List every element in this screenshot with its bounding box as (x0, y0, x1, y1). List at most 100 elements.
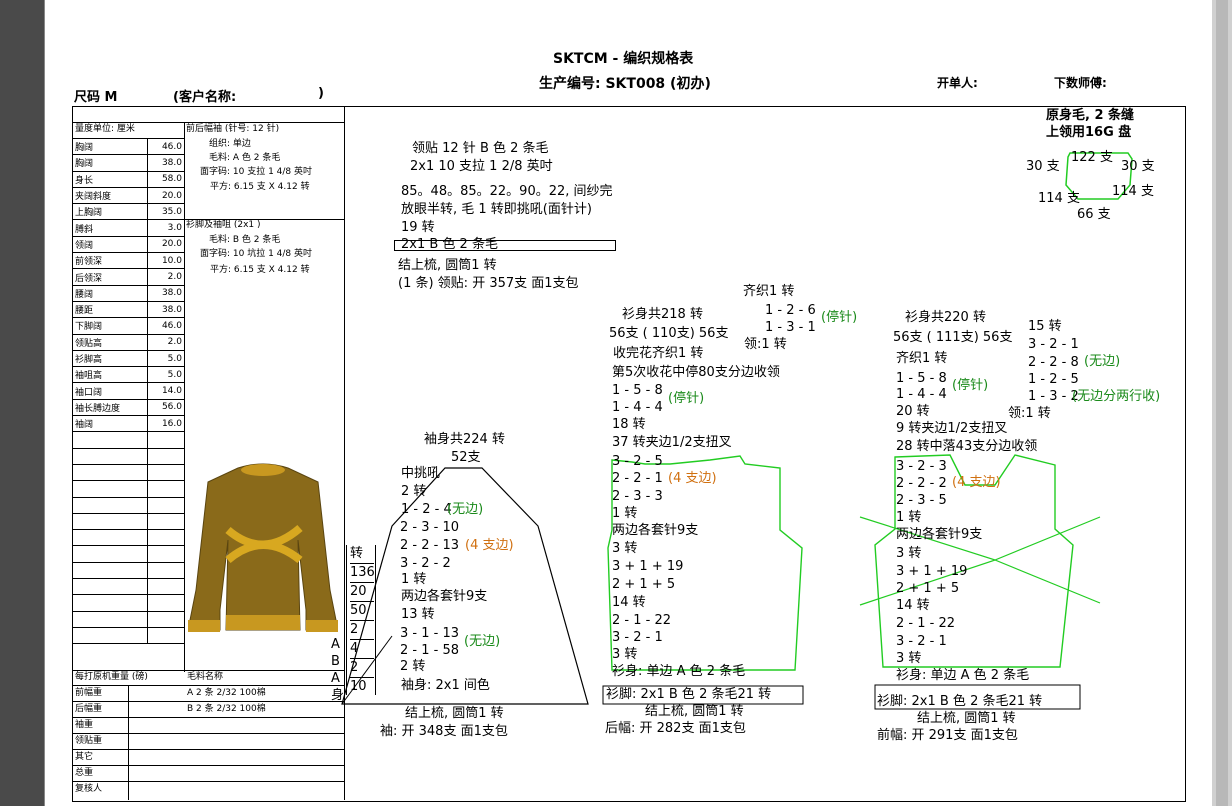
collar-l4: 放眼半转, 毛 1 转即挑吼(面针计) (401, 202, 592, 217)
unit-label: 量度单位: 厘米 (75, 124, 135, 134)
weight-divider (128, 685, 129, 800)
measurement-value: 58.0 (146, 170, 186, 188)
mini-table-letter: 身 (331, 688, 345, 703)
front-l9: 2 - 2 - 2 (896, 476, 947, 491)
measurement-value: 3.0 (146, 219, 186, 237)
table-top-rule (72, 122, 344, 123)
mini-table-cell: 50 (350, 601, 374, 619)
front-l20: 衫身: 单边 A 色 2 条毛 (896, 668, 1030, 683)
weight-row-label: 其它 (75, 752, 94, 762)
yarn-name-title: 毛料名称 (187, 672, 224, 682)
vertical-scrollbar[interactable] (1212, 0, 1232, 806)
back-panel-diagram (602, 455, 804, 705)
front-l2: 齐织1 转 (896, 351, 948, 366)
front-l13: 3 转 (896, 546, 922, 561)
front-l7: 28 转中落43支分边收领 (896, 439, 1038, 454)
front-l6: 9 转夹边1/2支扭叉 (896, 421, 1008, 436)
front-l17: 2 - 1 - 22 (896, 616, 955, 631)
measurement-name: 膊斜 (72, 219, 148, 237)
back-l7: 37 转夹边1/2支扭叉 (612, 435, 732, 450)
back-title: 衫身共218 转 (622, 307, 703, 322)
collar-l7: 结上梳, 圆筒1 转 (398, 258, 497, 273)
sleeve-l12: 2 转 (400, 659, 426, 674)
table-divider (184, 122, 185, 672)
collar-l1: 领贴 12 针 B 色 2 条毛 (412, 141, 549, 156)
front-l4b: (停针) (952, 378, 989, 393)
measurement-value: 5.0 (146, 366, 186, 384)
hem-spec-title: 衫脚及袖咀 (2x1 ) (186, 220, 261, 230)
front-l9b: (4 支边) (952, 475, 1001, 490)
sleeve-l8: 两边各套针9支 (401, 589, 488, 604)
weight-row-label: 领贴重 (75, 736, 103, 746)
empty-row (72, 626, 186, 645)
collar-l2: 2x1 10 支拉 1 2/8 英吋 (410, 159, 553, 174)
empty-row (72, 594, 186, 612)
measurement-name: 夹阔斜度 (72, 186, 148, 205)
collar-top: 122 支 (1071, 150, 1113, 165)
front-l1: 56支 ( 111支) 56支 (893, 330, 1013, 345)
back-l9: 2 - 2 - 1 (612, 471, 663, 486)
collar-shape-diagram (1065, 152, 1133, 200)
back-l15: 2 + 1 + 5 (612, 577, 676, 592)
back-l19: 3 转 (612, 647, 638, 662)
mini-table-cell: 20 (350, 582, 374, 600)
hem-spec-density: 面字码: 10 坑拉 1 4/8 英吋 (200, 249, 312, 259)
empty-row (72, 529, 186, 547)
measurement-value: 16.0 (146, 415, 186, 433)
front-r3: 2 - 2 - 8 (1028, 355, 1079, 370)
mini-table-cell: 4 (350, 639, 374, 657)
sleeve-l15: 袖: 开 348支 面1支包 (380, 724, 508, 739)
empty-row (72, 512, 186, 531)
measurement-value: 20.0 (146, 235, 186, 254)
yarn-a: A 2 条 2/32 100棉 (187, 688, 266, 698)
mini-table-cell: 10 (350, 677, 374, 695)
weight-row-rule (72, 781, 344, 782)
customer-label: (客户名称: (173, 90, 237, 105)
production-number: 生产编号: SKT008 (初办) (539, 76, 711, 92)
front-l18: 3 - 2 - 1 (896, 634, 947, 649)
sleeve-l7: 1 转 (401, 572, 427, 587)
back-l10: 2 - 3 - 3 (612, 489, 663, 504)
front-r6: 领:1 转 (1008, 406, 1051, 421)
measurement-value: 38.0 (146, 154, 186, 172)
issuer-label: 开单人: (937, 76, 978, 90)
yarn-note-2: 上领用16G 盘 (1046, 125, 1132, 140)
collar-bottom: 66 支 (1077, 207, 1111, 222)
hem-spec-square: 平方: 6.15 支 X 4.12 转 (210, 265, 310, 275)
back-l1: 56支 ( 110支) 56支 (609, 326, 729, 341)
back-l21: 衫脚: 2x1 B 色 2 条毛21 转 (606, 687, 772, 702)
collar-l3: 85。48。85。22。90。22, 间纱完 (401, 184, 613, 199)
back-l11: 1 转 (612, 506, 638, 521)
measurement-value: 5.0 (146, 349, 186, 368)
back-l2: 收完花齐织1 转 (613, 346, 704, 361)
collar-l6: 2x1 B 色 2 条毛 (401, 237, 498, 252)
sleeve-l1: 中挑吼 (401, 466, 441, 481)
measurement-name: 胸阔 (72, 154, 148, 172)
back-l6: 18 转 (612, 417, 646, 432)
sleeve-l10b: (无边) (464, 634, 501, 649)
measurement-value: 46.0 (146, 317, 186, 335)
mini-table-letter: A (331, 671, 340, 686)
back-l9b: (4 支边) (668, 471, 717, 486)
sleeve-l6: 3 - 2 - 2 (400, 556, 451, 571)
back-l23: 后幅: 开 282支 面1支包 (605, 721, 746, 736)
measurement-value: 38.0 (146, 284, 186, 302)
sleeve-l10: 3 - 1 - 13 (400, 626, 459, 641)
measurement-name: 腰距 (72, 300, 148, 319)
hem-spec-yarn: 毛料: B 色 2 条毛 (209, 235, 281, 245)
measurement-value: 10.0 (146, 252, 186, 270)
front-r3b: (无边) (1084, 354, 1121, 369)
mini-table-letter: B (331, 654, 340, 669)
front-spec-yarn: 毛料: A 色 2 条毛 (209, 153, 281, 163)
scrollbar-thumb[interactable] (1216, 0, 1228, 806)
mini-table-head: 转 (350, 546, 364, 561)
